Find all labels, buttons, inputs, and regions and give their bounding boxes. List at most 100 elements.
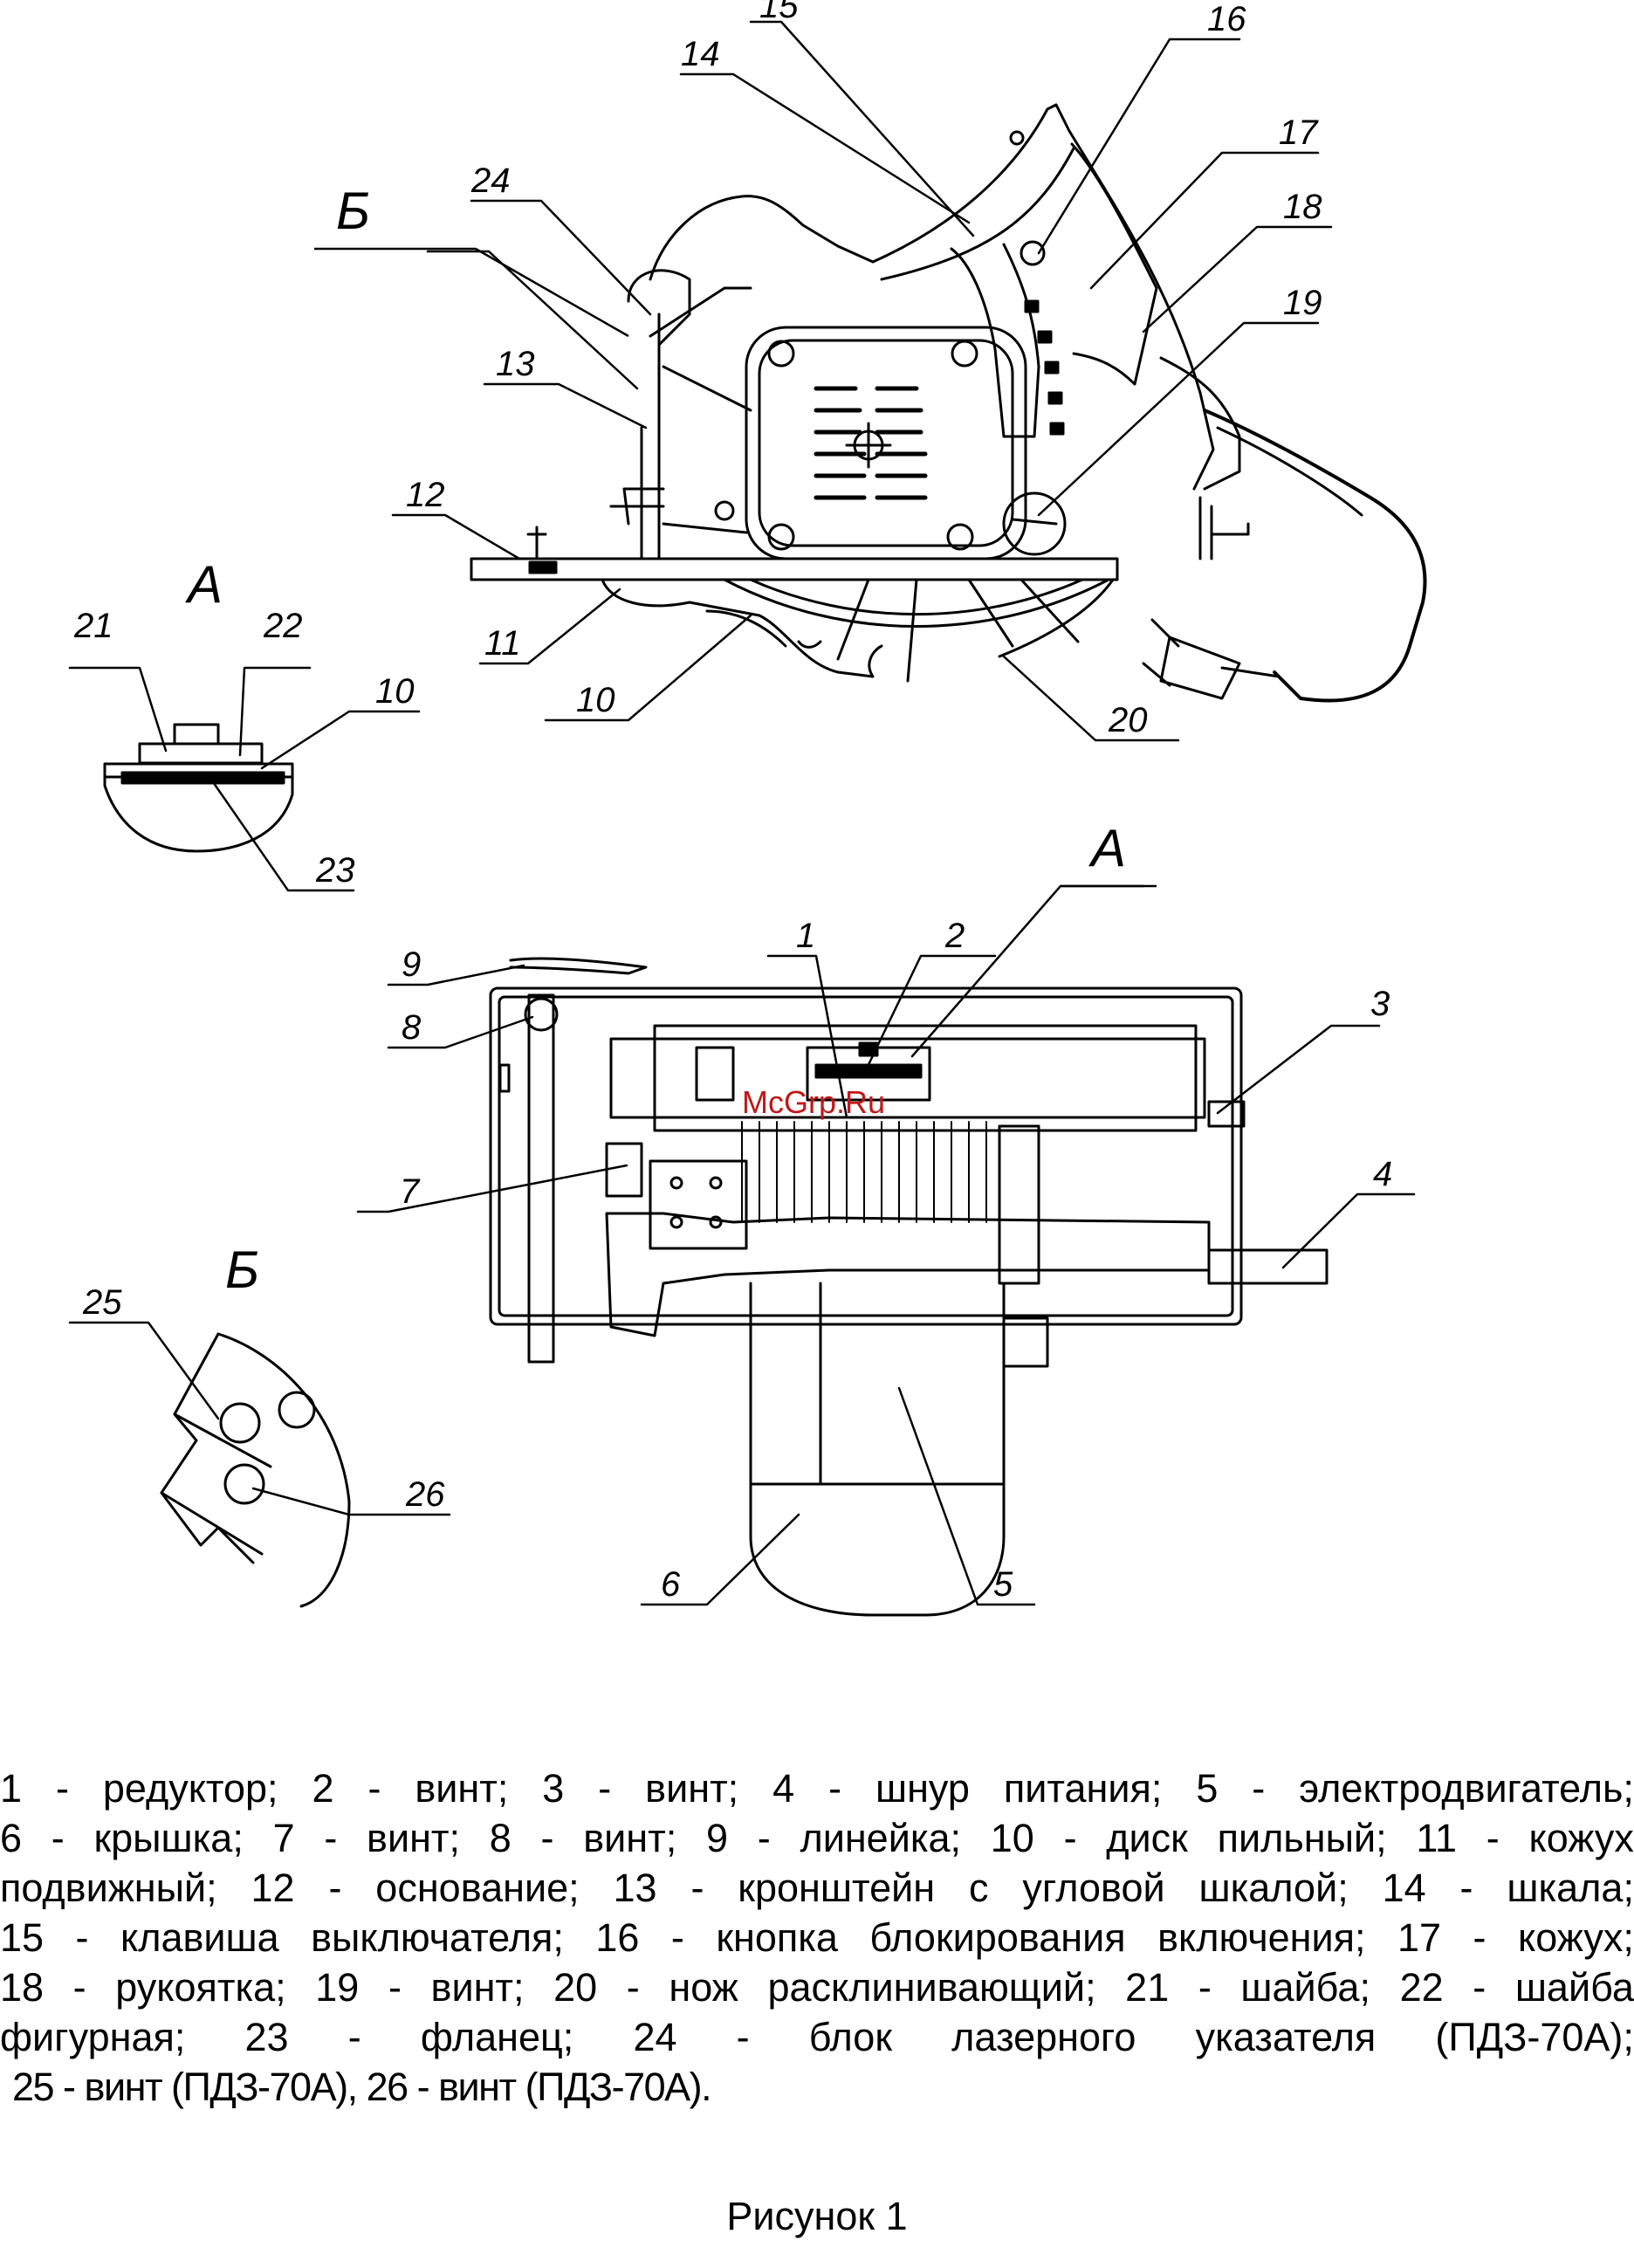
cover-screw	[767, 340, 795, 368]
base-frame	[489, 986, 1243, 1326]
figure-caption: Рисунок 1	[726, 2194, 908, 2238]
callout-8: 8	[402, 1008, 422, 1047]
callout-1: 1	[796, 917, 815, 955]
callout-25: 25	[82, 1283, 122, 1322]
base-frame-inner	[498, 995, 1234, 1317]
callout-13: 13	[496, 345, 535, 383]
handle-grip	[1159, 356, 1241, 491]
callout-26: 26	[405, 1475, 445, 1514]
handle-plan	[605, 1212, 1211, 1337]
screw-3	[1207, 1100, 1246, 1128]
screw-7-block	[605, 1142, 643, 1198]
callout-5: 5	[993, 1565, 1013, 1604]
scale-mark	[1047, 391, 1063, 405]
callout-3: 3	[1370, 985, 1390, 1023]
guide-pin	[526, 526, 547, 560]
view-b-label: Б	[225, 1241, 259, 1299]
center-cross	[845, 422, 892, 469]
handle-18	[1070, 142, 1158, 386]
callout-4: 4	[1373, 1155, 1392, 1193]
shaft-block	[998, 1124, 1040, 1285]
view-b-marker: Б	[336, 182, 370, 240]
detail-b-hole	[278, 1391, 316, 1429]
guard-hole	[1009, 130, 1025, 146]
watermark: McGrp.Ru	[742, 1084, 885, 1120]
bracket-13	[609, 313, 665, 560]
callout-17: 17	[1279, 113, 1319, 152]
callout-21: 21	[73, 607, 113, 645]
callout-24: 24	[470, 162, 511, 200]
motor-cover	[758, 339, 1014, 547]
switch-box	[695, 1046, 735, 1102]
callout-15: 15	[759, 0, 799, 25]
motor-foot	[1002, 1316, 1049, 1368]
callout-10: 10	[576, 681, 615, 719]
plan-view	[489, 957, 1328, 1617]
detail-b	[160, 1332, 351, 1608]
riving-knife	[998, 578, 1115, 658]
legend-line: 25 - винт (ПДЗ-70А), 26 - винт (ПДЗ-70А)…	[12, 2065, 712, 2109]
plug-neck	[1220, 666, 1280, 678]
callout-7: 7	[400, 1172, 421, 1211]
flange-23	[120, 771, 285, 785]
laser-block-arm	[649, 286, 752, 338]
plug	[1159, 636, 1241, 700]
callout-leaders	[68, 20, 1416, 1606]
upper-guard-inner	[880, 147, 1075, 281]
disk-spokes	[836, 578, 1080, 683]
moving-guard-detail	[705, 609, 822, 649]
cover-screw	[767, 523, 795, 551]
motor-housing	[745, 326, 1027, 560]
legend-line: 6-крышка;7-винт;8-винт;9-линейка;10-диск…	[0, 1816, 1634, 1860]
ruler-9	[509, 957, 648, 975]
base-slot	[528, 560, 558, 574]
screw-26	[223, 1463, 265, 1505]
callout-6: 6	[661, 1565, 681, 1604]
screw-2	[858, 1041, 879, 1057]
callout-22: 22	[263, 607, 303, 645]
scale-mark	[1037, 330, 1053, 344]
guide-bar	[527, 993, 555, 1364]
cover-screw	[951, 340, 978, 368]
saw-disk-inner	[749, 578, 1084, 616]
callout-10-detail: 10	[375, 672, 415, 711]
bracket-link	[662, 365, 752, 534]
view-a-marker: А	[1088, 819, 1126, 877]
detail-a	[103, 723, 294, 853]
bracket-screw	[714, 500, 735, 521]
callout-2: 2	[944, 917, 965, 955]
shaft	[173, 723, 220, 746]
rear-pin	[1198, 496, 1250, 560]
callout-11: 11	[484, 624, 521, 663]
power-cord-edge	[1216, 426, 1363, 517]
lock-button-16	[1020, 240, 1046, 266]
detail-b-arc	[216, 1332, 351, 1608]
cooling-fins	[741, 1121, 987, 1223]
plate-hole	[709, 1176, 723, 1190]
gearbox-housing	[609, 1037, 1206, 1119]
scale-mark	[1049, 422, 1065, 436]
detail-a-outline	[103, 762, 294, 853]
screw-8	[524, 997, 559, 1032]
callout-19: 19	[1283, 284, 1322, 322]
cover-screw	[946, 523, 974, 551]
laser-block-24	[627, 269, 691, 347]
callout-23: 23	[315, 851, 355, 890]
motor-vents	[814, 386, 928, 500]
screw-19	[1002, 491, 1067, 556]
view-b-leader	[314, 247, 629, 338]
angle-scale-14	[950, 243, 1040, 438]
callout-16: 16	[1207, 0, 1246, 38]
washer-22	[138, 742, 264, 765]
plate-hole	[709, 1215, 723, 1229]
plate-hole	[669, 1176, 683, 1190]
base-plate	[470, 557, 1119, 581]
plug-pins	[1142, 618, 1180, 687]
side-view	[470, 103, 1427, 703]
